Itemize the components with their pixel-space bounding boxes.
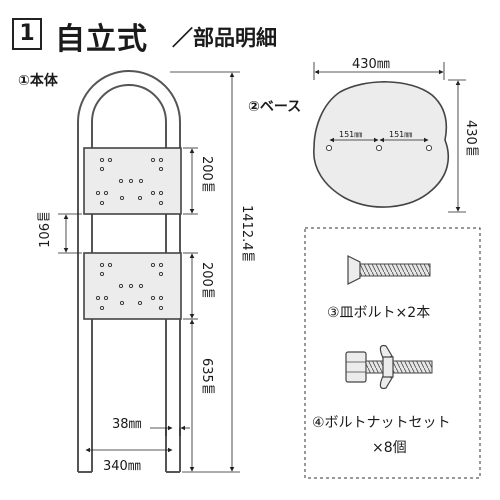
main-body-label: ①本体	[18, 73, 58, 89]
base-plate	[313, 81, 449, 208]
upper-panel	[83, 147, 182, 215]
dim-width-label: 340㎜	[103, 459, 141, 474]
dim-pipe-label: 38㎜	[112, 417, 142, 432]
dim-panel-lower	[183, 252, 198, 320]
bolt-nut-set-illustration	[345, 344, 433, 390]
dim-total-height	[170, 71, 240, 473]
stand-frame	[77, 70, 181, 473]
dim-gap-label: 106㎜	[38, 210, 53, 248]
dim-panel-lower-label: 200㎜	[199, 262, 214, 300]
dim-panel-upper-label: 200㎜	[199, 156, 214, 194]
page-header: 1 自立式 ／部品明細	[0, 0, 500, 62]
base-label: ②ベース	[248, 99, 302, 115]
flat-head-bolt-label: ③皿ボルト×2本	[327, 305, 431, 321]
flat-head-bolt-illustration	[347, 255, 431, 285]
dim-pipe	[150, 425, 190, 436]
dim-base-width	[313, 62, 445, 80]
dim-hole-left-label: 151㎜	[339, 130, 363, 139]
accessories-box	[304, 227, 481, 479]
dim-panel-upper	[183, 147, 198, 215]
bolt-nut-set-label: ④ボルトナットセット	[312, 415, 451, 431]
dim-total-height-label: 1412.4㎜	[239, 205, 254, 264]
dim-bottom-label: 635㎜	[199, 358, 214, 396]
dim-base-height	[448, 79, 466, 213]
lower-panel	[83, 252, 182, 320]
dim-hole-right-label: 151㎜	[389, 130, 413, 139]
section-number-box: 1	[12, 18, 42, 50]
page-title: 自立式	[55, 22, 148, 57]
page-subtitle: ／部品明細	[172, 26, 277, 50]
dim-base-width-label: 430㎜	[352, 57, 390, 72]
dim-gap	[58, 213, 82, 254]
dim-base-height-label: 430㎜	[463, 120, 478, 158]
bolt-nut-set-quantity: ×8個	[372, 440, 407, 456]
